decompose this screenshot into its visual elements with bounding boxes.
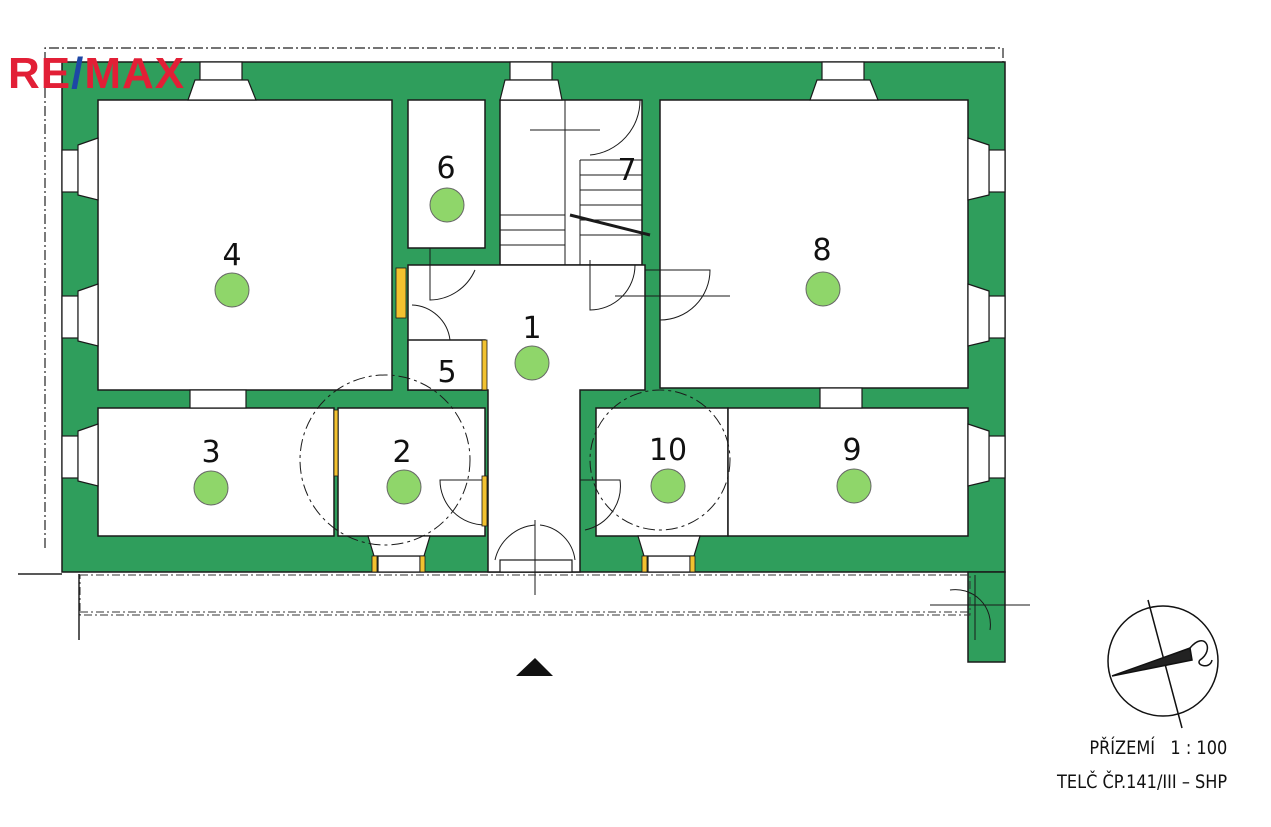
floor-caption: PŘÍZEMÍ 1 : 100	[1089, 737, 1227, 759]
logo-slash: /	[71, 49, 85, 98]
room-2[interactable]: 2	[386, 435, 422, 505]
room-6[interactable]: 6	[429, 151, 465, 223]
room-8[interactable]: 8	[805, 233, 841, 307]
remax-logo: RE/MAX	[8, 52, 185, 96]
staircase	[500, 99, 651, 265]
terrace	[79, 574, 971, 616]
room-number: 4	[222, 238, 241, 273]
scale-label: 1 : 100	[1170, 737, 1227, 759]
building-label: TELČ ČP.141/III – SHP	[1056, 771, 1227, 793]
room-number: 9	[842, 433, 861, 468]
property-boundary	[44, 47, 1004, 548]
room-7-area	[499, 99, 643, 266]
logo-text-right: MAX	[84, 49, 186, 98]
room-number: 8	[812, 233, 831, 268]
room-labels: 1 2 3 4 5 6 7 8 9 10	[193, 151, 872, 506]
room-number: 3	[201, 435, 220, 470]
logo-text-left: RE	[8, 49, 72, 98]
door-frames	[333, 267, 696, 573]
entrance-arrow-icon	[516, 658, 553, 676]
room-number: 6	[436, 151, 455, 186]
doors	[299, 248, 1030, 640]
room-9[interactable]: 9	[836, 433, 872, 504]
room-4[interactable]: 4	[214, 238, 250, 308]
room-3[interactable]: 3	[193, 435, 229, 506]
room-number: 1	[522, 311, 541, 346]
north-arrow-icon	[1107, 599, 1219, 729]
room-4-area	[97, 99, 393, 391]
floor-label: PŘÍZEMÍ	[1089, 737, 1155, 759]
room-10[interactable]: 10	[649, 433, 687, 504]
room-7-number: 7	[617, 153, 636, 188]
room-5-number: 5	[437, 355, 456, 390]
room-number: 10	[649, 433, 687, 468]
room-9-area	[727, 407, 969, 537]
room-number: 2	[392, 435, 411, 470]
room-6-area	[407, 99, 486, 249]
room-1[interactable]: 1	[514, 311, 550, 381]
